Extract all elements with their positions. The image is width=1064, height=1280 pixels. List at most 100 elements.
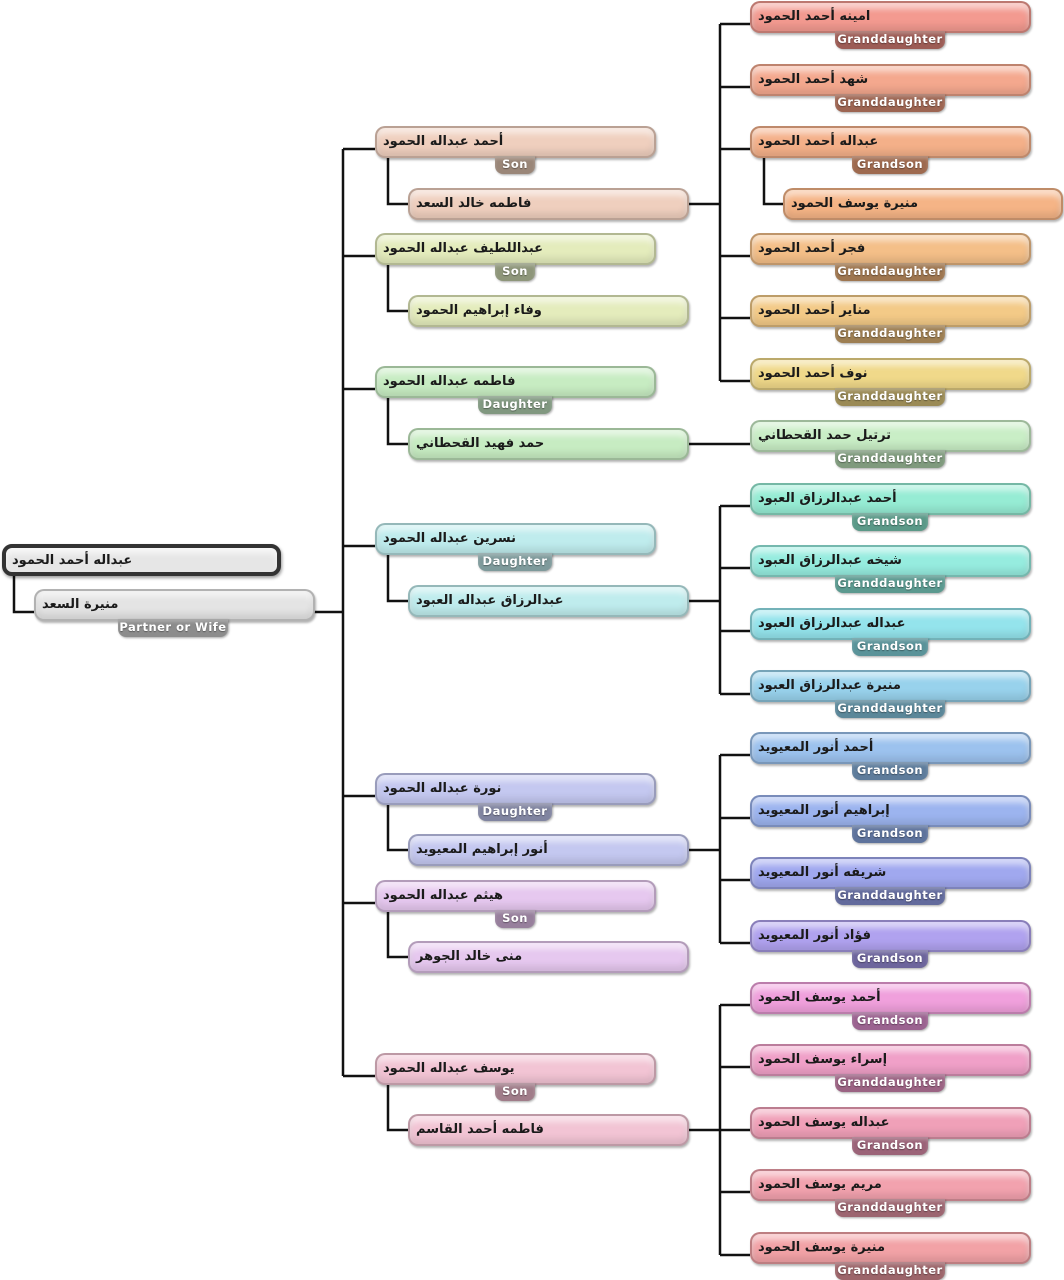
child-name: نورة عبداله الحمود [383,781,502,796]
grandchild-name: نوف أحمد الحمود [758,366,868,381]
partner-name: منيرة السعد [42,597,119,612]
grandchild-name: أحمد يوسف الحمود [758,990,881,1005]
grandchild-name: أحمد أنور المعيويد [758,740,874,755]
grandchild-relation-badge: Grandson [852,1012,928,1030]
grandchild-name: منيرة عبدالرزاق العبود [758,678,901,693]
spouse-node-0[interactable]: فاطمه خالد السعد [408,188,689,220]
spouse-node-2[interactable]: حمد فهيد القحطاني [408,428,689,460]
spouse-name: فاطمه خالد السعد [416,196,532,211]
child-node-6[interactable]: يوسف عبداله الحمود [375,1053,656,1085]
grandchild-node-5[interactable]: نوف أحمد الحمود [750,358,1031,390]
grandchild-relation-badge: Granddaughter [835,388,945,406]
grandchild-relation-badge: Granddaughter [835,700,945,718]
grandchild-node-11[interactable]: أحمد أنور المعيويد [750,732,1031,764]
spouse-node-4[interactable]: أنور إبراهيم المعيويد [408,834,689,866]
root-person-name: عبداله أحمد الحمود [12,553,133,568]
grandchild-name: فجر أحمد الحمود [758,241,866,256]
grandchild-node-1[interactable]: شهد أحمد الحمود [750,64,1031,96]
grandchild-relation-badge: Granddaughter [835,1262,945,1280]
child-relation-badge: Son [495,263,535,281]
child-name: فاطمه عبداله الحمود [383,374,516,389]
child-node-4[interactable]: نورة عبداله الحمود [375,773,656,805]
grandchild-node-12[interactable]: إبراهيم أنور المعيويد [750,795,1031,827]
grandchild-relation-badge: Granddaughter [835,94,945,112]
spouse-name: أنور إبراهيم المعيويد [416,842,548,857]
grandchild-spouse-node[interactable]: منيرة يوسف الحمود [783,188,1063,220]
grandchild-node-9[interactable]: عبداله عبدالرزاق العبود [750,608,1031,640]
grandchild-relation-badge: Grandson [852,825,928,843]
spouse-name: حمد فهيد القحطاني [416,436,545,451]
grandchild-name: شهد أحمد الحمود [758,72,869,87]
spouse-name: فاطمه أحمد القاسم [416,1122,544,1137]
grandchild-name: شيخه عبدالرزاق العبود [758,553,902,568]
grandchild-name: أحمد عبدالرزاق العبود [758,491,897,506]
child-name: يوسف عبداله الحمود [383,1061,515,1076]
child-relation-badge: Daughter [478,396,552,414]
grandchild-name: مريم يوسف الحمود [758,1177,882,1192]
child-relation-badge: Daughter [478,803,552,821]
root-person-node[interactable]: عبداله أحمد الحمود [2,544,281,576]
grandchild-name: فؤاد أنور المعيويد [758,928,872,943]
grandchild-name: ترتيل حمد القحطاني [758,428,892,443]
grandchild-relation-badge: Granddaughter [835,575,945,593]
partner-relation-badge: Partner or Wife [118,619,228,637]
grandchild-node-8[interactable]: شيخه عبدالرزاق العبود [750,545,1031,577]
grandchild-spouse-name: منيرة يوسف الحمود [791,196,919,211]
grandchild-node-10[interactable]: منيرة عبدالرزاق العبود [750,670,1031,702]
child-node-1[interactable]: عبداللطيف عبداله الحمود [375,233,656,265]
grandchild-name: إبراهيم أنور المعيويد [758,803,890,818]
child-node-3[interactable]: نسرين عبداله الحمود [375,523,656,555]
spouse-node-1[interactable]: وفاء إبراهيم الحمود [408,295,689,327]
child-name: هيثم عبداله الحمود [383,888,504,903]
grandchild-relation-badge: Granddaughter [835,450,945,468]
grandchild-node-3[interactable]: فجر أحمد الحمود [750,233,1031,265]
grandchild-relation-badge: Grandson [852,513,928,531]
grandchild-relation-badge: Grandson [852,762,928,780]
grandchild-node-18[interactable]: مريم يوسف الحمود [750,1169,1031,1201]
grandchild-relation-badge: Granddaughter [835,1074,945,1092]
grandchild-name: عبداله عبدالرزاق العبود [758,616,906,631]
grandchild-name: مناير أحمد الحمود [758,303,871,318]
grandchild-node-13[interactable]: شريفه أنور المعيويد [750,857,1031,889]
grandchild-relation-badge: Granddaughter [835,887,945,905]
grandchild-node-15[interactable]: أحمد يوسف الحمود [750,982,1031,1014]
child-relation-badge: Daughter [478,553,552,571]
grandchild-node-19[interactable]: منيرة يوسف الحمود [750,1232,1031,1264]
grandchild-name: عبداله أحمد الحمود [758,134,879,149]
spouse-node-3[interactable]: عبدالرزاق عبداله العبود [408,585,689,617]
grandchild-name: شريفه أنور المعيويد [758,865,887,880]
grandchild-node-0[interactable]: امينه أحمد الحمود [750,1,1031,33]
grandchild-node-6[interactable]: ترتيل حمد القحطاني [750,420,1031,452]
child-node-5[interactable]: هيثم عبداله الحمود [375,880,656,912]
partner-node[interactable]: منيرة السعد [34,589,315,621]
child-node-2[interactable]: فاطمه عبداله الحمود [375,366,656,398]
spouse-name: منى خالد الجوهر [416,949,523,964]
spouse-node-6[interactable]: فاطمه أحمد القاسم [408,1114,689,1146]
grandchild-relation-badge: Grandson [852,1137,928,1155]
grandchild-node-7[interactable]: أحمد عبدالرزاق العبود [750,483,1031,515]
child-node-0[interactable]: أحمد عبداله الحمود [375,126,656,158]
grandchild-node-16[interactable]: إسراء يوسف الحمود [750,1044,1031,1076]
child-relation-badge: Son [495,156,535,174]
grandchild-name: إسراء يوسف الحمود [758,1052,888,1067]
spouse-node-5[interactable]: منى خالد الجوهر [408,941,689,973]
grandchild-relation-badge: Granddaughter [835,31,945,49]
grandchild-node-2[interactable]: عبداله أحمد الحمود [750,126,1031,158]
grandchild-relation-badge: Grandson [852,638,928,656]
child-name: عبداللطيف عبداله الحمود [383,241,544,256]
child-relation-badge: Son [495,910,535,928]
spouse-name: وفاء إبراهيم الحمود [416,303,542,318]
grandchild-name: عبداله يوسف الحمود [758,1115,890,1130]
grandchild-node-4[interactable]: مناير أحمد الحمود [750,295,1031,327]
child-relation-badge: Son [495,1083,535,1101]
child-name: نسرين عبداله الحمود [383,531,516,546]
grandchild-relation-badge: Grandson [852,950,928,968]
grandchild-name: منيرة يوسف الحمود [758,1240,886,1255]
child-name: أحمد عبداله الحمود [383,134,504,149]
spouse-name: عبدالرزاق عبداله العبود [416,593,564,608]
grandchild-node-14[interactable]: فؤاد أنور المعيويد [750,920,1031,952]
grandchild-relation-badge: Grandson [852,156,928,174]
grandchild-relation-badge: Granddaughter [835,263,945,281]
grandchild-node-17[interactable]: عبداله يوسف الحمود [750,1107,1031,1139]
